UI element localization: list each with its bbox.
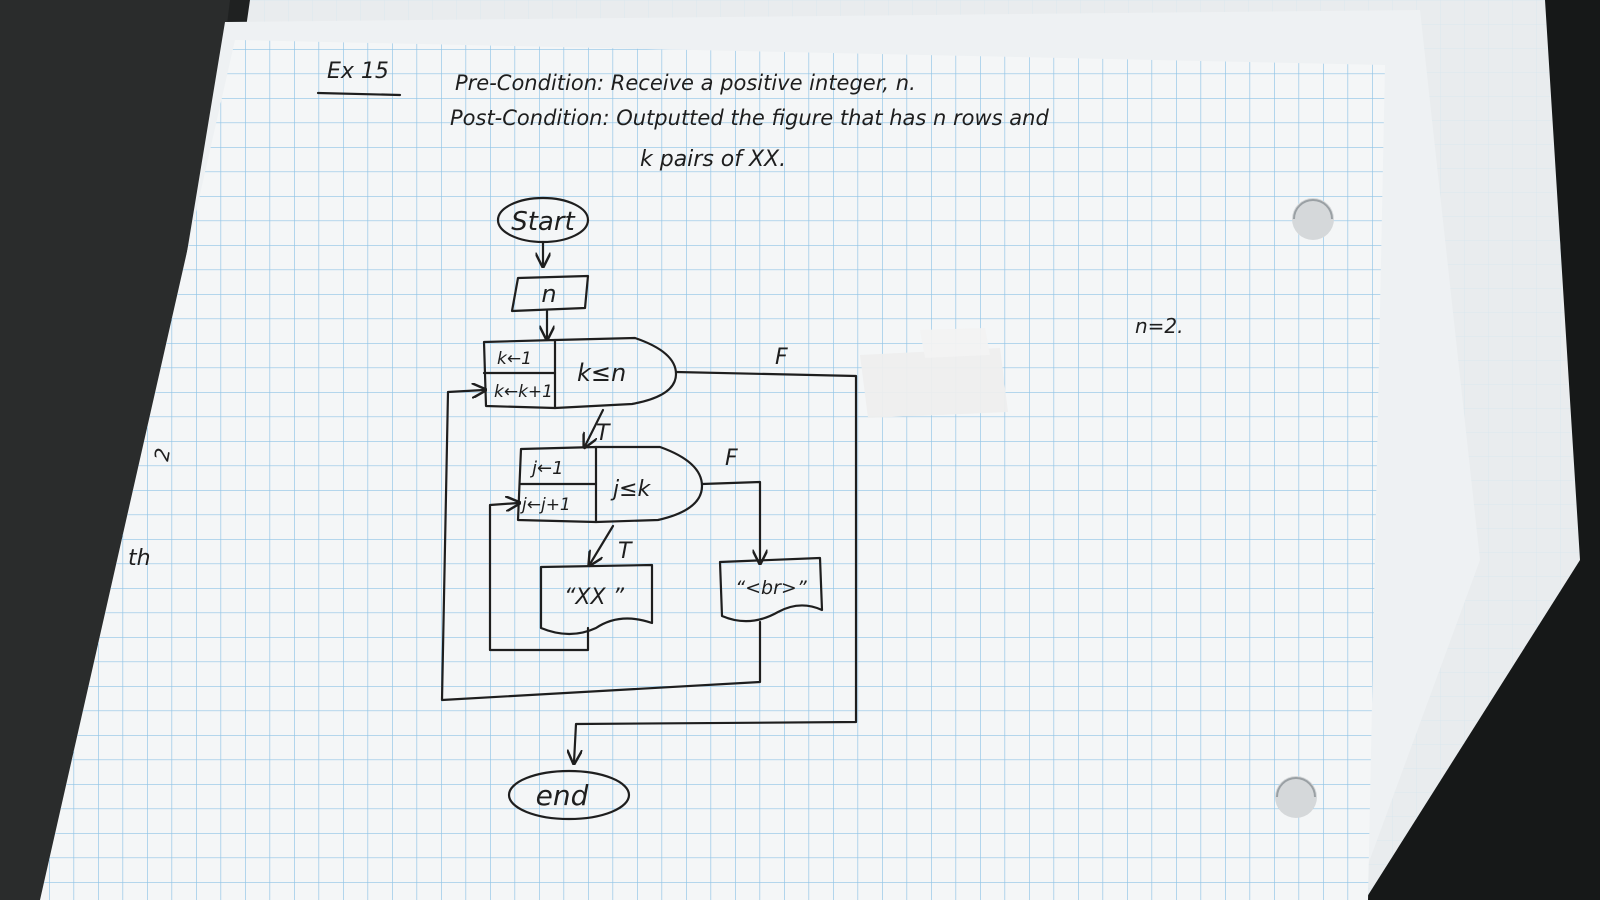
start-label: Start <box>511 207 575 237</box>
outer-false-label: F <box>775 345 788 370</box>
punch-hole-top <box>1292 198 1334 240</box>
end-label: end <box>536 779 589 812</box>
output-br-label: “<br>” <box>735 577 807 599</box>
punch-hole-bottom <box>1275 776 1317 818</box>
precondition-text: Pre-Condition: Receive a positive intege… <box>455 71 916 95</box>
outer-loop-update: k←k+1 <box>494 382 553 402</box>
inner-loop-update: j←j+1 <box>520 495 571 515</box>
exercise-label: Ex 15 <box>327 59 389 84</box>
outer-loop-condition: k≤n <box>577 359 626 387</box>
outer-true-label: T <box>596 421 611 446</box>
output-xx-label: “XX ” <box>564 585 625 610</box>
postcondition-line1: Post-Condition: Outputted the figure tha… <box>450 106 1049 130</box>
inner-loop-init: j←1 <box>529 458 564 479</box>
input-n-box <box>510 274 590 313</box>
inner-loop-condition: j≤k <box>610 477 652 502</box>
input-label: n <box>541 280 556 308</box>
exercise-underline <box>316 91 402 97</box>
inner-false-label: F <box>725 446 738 471</box>
margin-scribble-1: 2 <box>149 446 175 463</box>
end-terminator <box>507 769 631 821</box>
inner-true-label: T <box>618 539 633 564</box>
output-br-box <box>718 556 824 623</box>
margin-scribble-2: th <box>128 546 151 571</box>
postcondition-line2: k pairs of XX. <box>640 147 786 172</box>
outer-loop-init: k←1 <box>497 349 532 369</box>
output-xx-box <box>539 563 654 636</box>
tape-piece <box>860 328 1008 418</box>
side-note: n=2. <box>1135 314 1184 338</box>
